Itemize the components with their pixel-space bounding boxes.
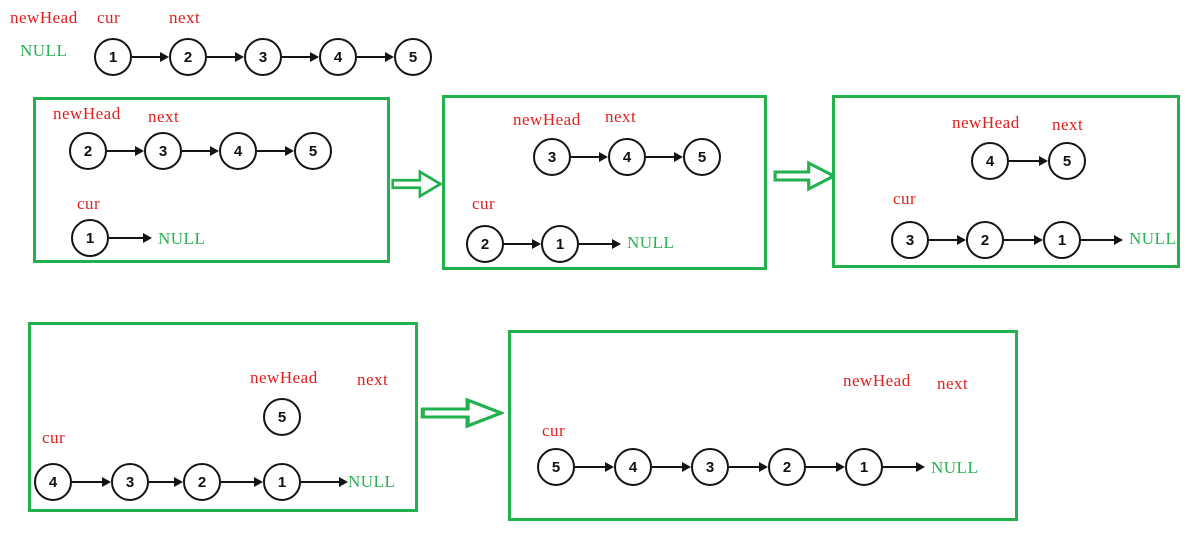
null-label: NULL — [348, 472, 396, 491]
list-node: 2 — [69, 132, 107, 170]
node-link-arrow — [652, 462, 691, 472]
node-link-arrow — [646, 152, 683, 162]
node-link-arrow — [729, 462, 768, 472]
node-link-arrow — [806, 462, 845, 472]
step-box-4 — [28, 322, 418, 512]
list-node: 3 — [111, 463, 149, 501]
node-link-arrow — [72, 477, 111, 487]
node-link-arrow — [132, 52, 169, 62]
list-node: 1 — [541, 225, 579, 263]
pointer-label-cur: cur — [97, 8, 121, 27]
list-node: 4 — [608, 138, 646, 176]
pointer-label-newhead: newHead — [843, 371, 911, 390]
list-node: 5 — [1048, 142, 1086, 180]
pointer-label-newhead: newHead — [53, 104, 121, 123]
null-link-arrow — [301, 477, 348, 487]
node-link-arrow — [282, 52, 319, 62]
list-node: 1 — [1043, 221, 1081, 259]
list-node: 1 — [263, 463, 301, 501]
node-link-arrow — [1009, 156, 1048, 166]
list-node: 5 — [294, 132, 332, 170]
list-node: 5 — [394, 38, 432, 76]
pointer-label-next: next — [937, 374, 969, 393]
list-node: 4 — [614, 448, 652, 486]
list-node: 2 — [466, 225, 504, 263]
list-node: 1 — [94, 38, 132, 76]
pointer-label-next: next — [1052, 115, 1084, 134]
pointer-label-newhead: newHead — [10, 8, 78, 27]
list-node: 3 — [144, 132, 182, 170]
null-label: NULL — [1129, 229, 1177, 248]
list-node: 1 — [845, 448, 883, 486]
list-node: 2 — [169, 38, 207, 76]
node-link-arrow — [571, 152, 608, 162]
pointer-label-newhead: newHead — [250, 368, 318, 387]
pointer-label-cur: cur — [472, 194, 496, 213]
null-link-arrow — [883, 462, 925, 472]
node-link-arrow — [1004, 235, 1043, 245]
list-node: 3 — [533, 138, 571, 176]
list-node: 4 — [319, 38, 357, 76]
node-link-arrow — [929, 235, 966, 245]
node-link-arrow — [207, 52, 244, 62]
list-node: 3 — [691, 448, 729, 486]
list-node: 2 — [966, 221, 1004, 259]
list-node: 2 — [768, 448, 806, 486]
list-node: 3 — [891, 221, 929, 259]
list-node: 4 — [219, 132, 257, 170]
node-link-arrow — [221, 477, 263, 487]
pointer-label-cur: cur — [893, 189, 917, 208]
list-node: 3 — [244, 38, 282, 76]
list-node: 5 — [683, 138, 721, 176]
step-arrow-icon — [420, 396, 504, 430]
pointer-label-next: next — [605, 107, 637, 126]
pointer-label-next: next — [357, 370, 389, 389]
list-node: 1 — [71, 219, 109, 257]
pointer-label-cur: cur — [77, 194, 101, 213]
node-link-arrow — [149, 477, 183, 487]
null-label: NULL — [627, 233, 675, 252]
step-arrow-icon — [391, 168, 442, 200]
pointer-label-next: next — [169, 8, 201, 27]
node-link-arrow — [575, 462, 614, 472]
null-link-arrow — [579, 239, 621, 249]
list-node: 4 — [34, 463, 72, 501]
pointer-label-next: next — [148, 107, 180, 126]
step-box-5 — [508, 330, 1018, 521]
null-link-arrow — [109, 233, 152, 243]
list-node: 2 — [183, 463, 221, 501]
null-label: NULL — [931, 458, 979, 477]
step-arrow-icon — [773, 159, 836, 193]
node-link-arrow — [504, 239, 541, 249]
node-link-arrow — [182, 146, 219, 156]
node-link-arrow — [107, 146, 144, 156]
list-node: 5 — [263, 398, 301, 436]
pointer-label-newhead: newHead — [952, 113, 1020, 132]
node-link-arrow — [357, 52, 394, 62]
pointer-label-cur: cur — [542, 421, 566, 440]
list-node: 4 — [971, 142, 1009, 180]
null-link-arrow — [1081, 235, 1123, 245]
node-link-arrow — [257, 146, 294, 156]
pointer-label-newhead: newHead — [513, 110, 581, 129]
list-node: 5 — [537, 448, 575, 486]
null-label: NULL — [158, 229, 206, 248]
pointer-label-cur: cur — [42, 428, 66, 447]
null-label: NULL — [20, 41, 68, 60]
